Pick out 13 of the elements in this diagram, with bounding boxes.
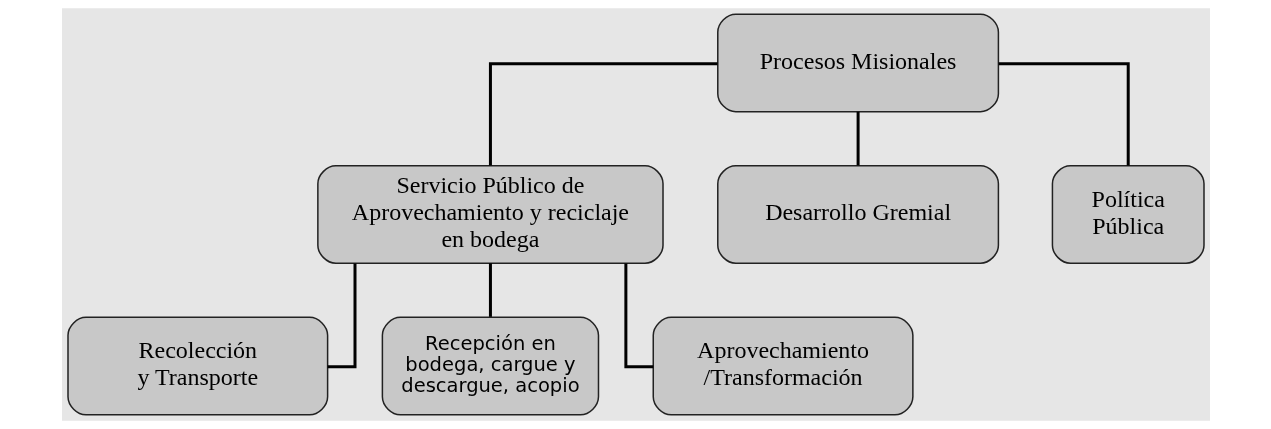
node-box: Procesos Misionales — [716, 13, 999, 113]
connector — [488, 263, 492, 317]
node-box: Política Pública — [1051, 165, 1205, 264]
connector — [623, 263, 653, 369]
connector — [327, 263, 356, 369]
connector — [488, 62, 718, 166]
node-box: Recolección y Transporte — [66, 316, 328, 416]
node-box: Recepción en bodega, cargue y descargue, acopio — [381, 316, 599, 416]
node-box: Aprovechamiento /Transformación — [652, 316, 914, 416]
connector — [856, 111, 860, 166]
node-box: Desarrollo Gremial — [716, 165, 999, 264]
connector — [998, 62, 1130, 166]
node-box: Servicio Público de Aprovechamiento y reciclaje en bodega — [316, 165, 664, 264]
